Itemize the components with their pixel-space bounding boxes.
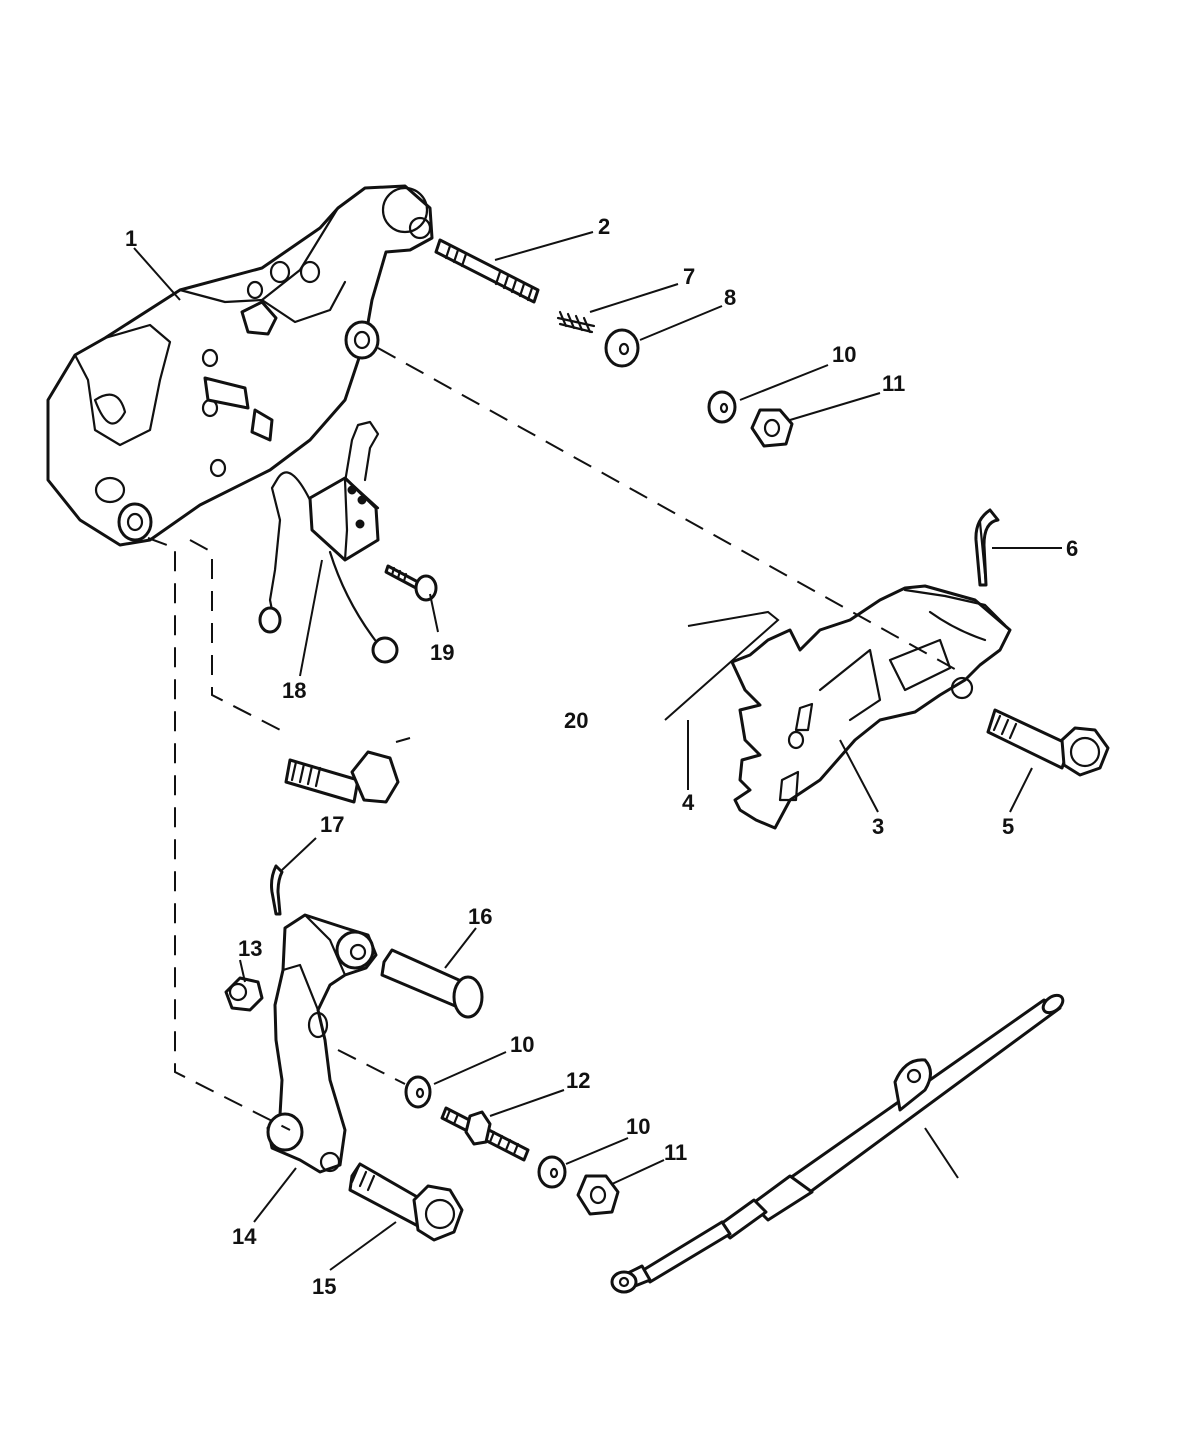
callout-4: 4 xyxy=(682,790,695,815)
part-8-washer xyxy=(604,328,640,368)
callout-3: 3 xyxy=(872,814,884,839)
callout-17: 17 xyxy=(320,812,344,837)
callout-12: 12 xyxy=(566,1068,590,1093)
callout-5: 5 xyxy=(1002,814,1014,839)
part-4-wire xyxy=(664,610,780,721)
part-10-washer-upper xyxy=(707,390,737,424)
part-7-spring xyxy=(556,310,596,334)
callout-20: 20 xyxy=(564,708,588,733)
part-16-pin xyxy=(380,948,484,1019)
callout-13: 13 xyxy=(238,936,262,961)
callout-14: 14 xyxy=(232,1224,257,1249)
bolt-middle xyxy=(284,750,400,804)
part-14-lever xyxy=(266,913,378,1174)
callout-18: 18 xyxy=(282,678,306,703)
callout-labels: 1 2 7 8 10 11 6 19 18 20 4 3 5 17 16 13 … xyxy=(125,214,1078,1299)
callout-11-upper: 11 xyxy=(882,371,905,396)
part-10-washer-lower xyxy=(537,1155,567,1189)
part-5-bolt xyxy=(986,708,1110,777)
callout-10-lower: 10 xyxy=(626,1114,650,1139)
part-10-washer-middle xyxy=(404,1075,432,1109)
callout-11-lower: 11 xyxy=(664,1140,687,1165)
callout-19: 19 xyxy=(430,640,454,665)
leader-lines xyxy=(133,231,1062,1271)
part-18-switch xyxy=(258,420,399,664)
part-17-cotter-pin xyxy=(270,864,284,916)
part-19-screw xyxy=(384,564,438,602)
callout-10-upper: 10 xyxy=(832,342,856,367)
callout-6: 6 xyxy=(1066,536,1078,561)
shift-cable xyxy=(610,993,1065,1294)
part-11-nut-lower xyxy=(576,1174,620,1216)
callout-15: 15 xyxy=(312,1274,336,1299)
callout-8: 8 xyxy=(724,285,736,310)
callout-10-middle: 10 xyxy=(510,1032,534,1057)
callout-7: 7 xyxy=(683,264,695,289)
callout-2: 2 xyxy=(598,214,610,239)
part-12-stud xyxy=(440,1106,530,1162)
part-15-bolt xyxy=(348,1162,464,1242)
part-13-fitting xyxy=(224,976,264,1012)
assembly-lines xyxy=(147,347,961,1131)
callout-16: 16 xyxy=(468,904,492,929)
part-6-cotter-pin xyxy=(974,508,1000,587)
part-1-bracket xyxy=(46,184,434,547)
part-2-stud xyxy=(434,238,540,304)
part-3-lever xyxy=(730,584,1012,830)
callout-1: 1 xyxy=(125,226,137,251)
part-11-nut-upper xyxy=(750,408,794,448)
